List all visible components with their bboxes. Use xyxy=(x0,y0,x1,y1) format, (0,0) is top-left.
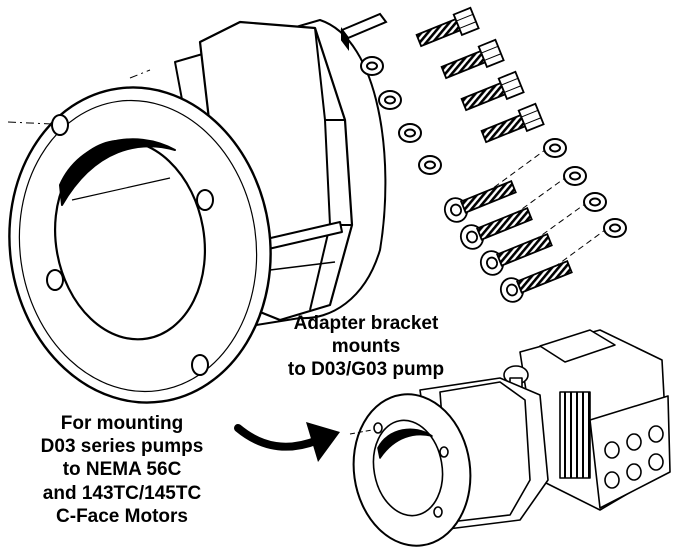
small-bracket-bolt-hole xyxy=(439,446,449,458)
socket-cap-screw xyxy=(459,207,533,250)
pump-cooling-fins xyxy=(559,391,591,479)
bracket-bolt-hole xyxy=(191,354,209,376)
bracket-bolt-hole xyxy=(51,114,69,136)
socket-cap-screw xyxy=(499,260,573,303)
bracket-hex-edge xyxy=(309,224,331,311)
bracket-bolt-hole xyxy=(46,269,64,291)
curved-arrow-icon xyxy=(234,422,340,462)
bracket-caption-line: Adapter bracket xyxy=(293,313,439,334)
lock-washer-upper xyxy=(360,56,442,175)
shaft-key xyxy=(340,12,388,51)
adapter-bracket xyxy=(7,19,387,404)
bracket-bore-inner-line xyxy=(71,177,171,201)
bracket-bolt-hole xyxy=(196,189,214,211)
mounting-caption-line: For mounting xyxy=(60,413,184,434)
hex-bolt xyxy=(415,6,480,48)
bracket-caption-line: mounts xyxy=(331,336,401,358)
hex-bolt xyxy=(480,102,545,144)
bracket-caption-line: to D03/G03 pump xyxy=(287,359,445,381)
pump-top-box xyxy=(539,329,616,363)
assembled-pump-with-bracket xyxy=(349,329,671,547)
mounting-caption: For mounting D03 series pumps to NEMA 56… xyxy=(8,412,236,528)
pump-port xyxy=(604,425,664,489)
socket-cap-screw xyxy=(479,233,553,276)
lock-washer-lower xyxy=(543,138,627,238)
small-bracket-bore-shadow xyxy=(377,428,433,459)
small-bracket-bolt-hole xyxy=(373,422,383,434)
bracket-caption: Adapter bracket mounts to D03/G03 pump xyxy=(266,312,466,382)
socket-cap-screw xyxy=(443,180,517,223)
bracket-flange-inner-rim xyxy=(18,99,258,393)
center-line xyxy=(7,69,151,125)
hex-bolt xyxy=(440,38,505,80)
mounting-caption-line: and 143TC/145TC xyxy=(42,482,202,504)
hex-bolt xyxy=(460,70,525,112)
mounting-caption-line: D03 series pumps xyxy=(40,436,204,458)
mounting-caption-line: to NEMA 56C xyxy=(62,459,182,481)
center-line xyxy=(349,429,373,435)
bracket-side-slot-line xyxy=(269,261,336,271)
small-bracket-bolt-hole xyxy=(433,506,443,518)
mounting-caption-line: C-Face Motors xyxy=(56,505,188,527)
bracket-bore-shadow xyxy=(59,138,176,206)
